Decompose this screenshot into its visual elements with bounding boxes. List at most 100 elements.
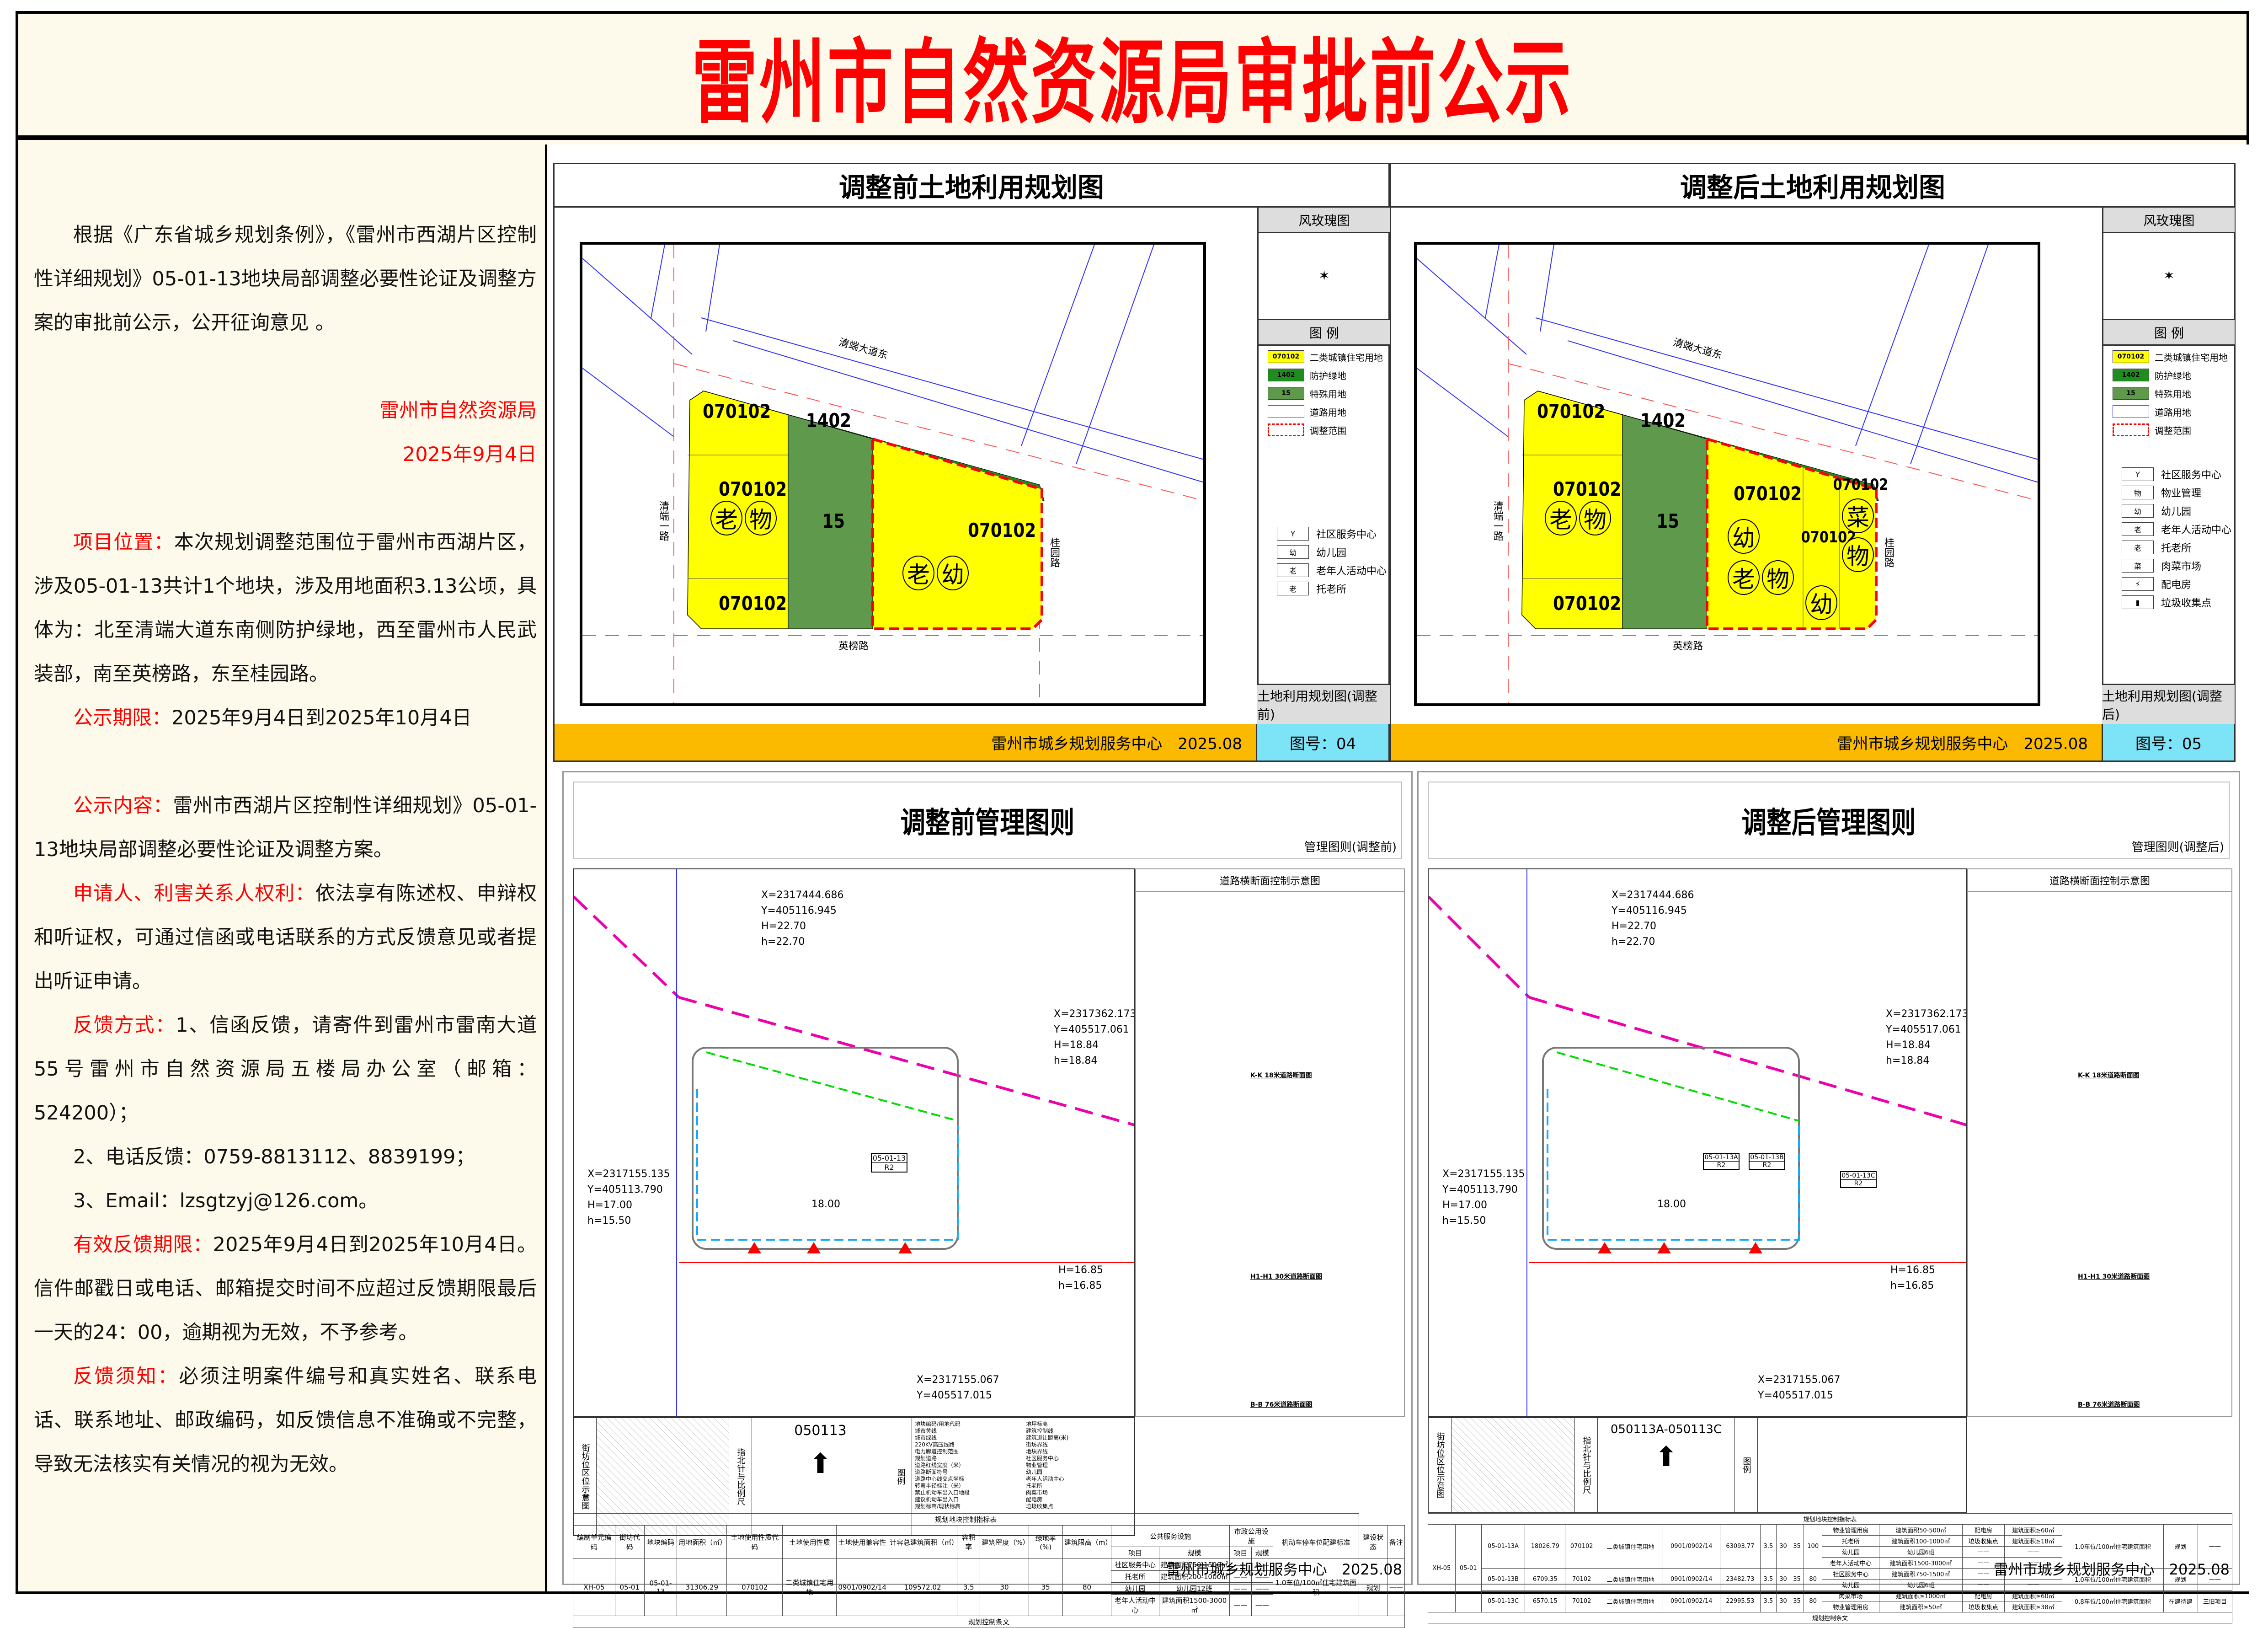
mgmt-after-rows-0-facilities-1-m-scale: 建筑面积≥18㎡: [2004, 1535, 2063, 1547]
mgmt-before-headers-14: 机动车停车位配建标准: [1273, 1525, 1359, 1559]
landuse-before-legend-4-label: 调整范围: [1310, 425, 1346, 436]
feedback-phone: 2、电话反馈：0759-8813112、8839199；: [73, 1146, 475, 1168]
mgmt-before-headers-3: 用地面积（㎡）: [677, 1525, 727, 1559]
mgmt-after-rows-1-parking: 1.0车位/100㎡住宅建筑面积: [2062, 1568, 2164, 1591]
mgmt-after-rows-2-far: 3.5: [1760, 1590, 1777, 1612]
mgmt-after-rows-0-height: 100: [1803, 1524, 1823, 1569]
mgmt-before-sub-headers-1: 规模: [1158, 1547, 1230, 1559]
mgmt-after-rows-1-green: 35: [1789, 1568, 1804, 1591]
mgmt-after-block-tags-1-use: R2: [1762, 1162, 1772, 1169]
mgmt-after-rows-1-area: 6709.35: [1525, 1568, 1566, 1591]
mgmt-before-headers-7: 计容总建筑面积（㎡）: [887, 1525, 958, 1559]
mgmt-after-rows-0-use: 二类城镇住宅用地: [1598, 1524, 1663, 1569]
header: 雷州市自然资源局审批前公示: [18, 14, 2247, 140]
mgmt-before-headers-5: 土地使用性质: [782, 1525, 837, 1559]
mgmt-after-rows-2-facilities-0-scale: 建筑面积≥1000㎡: [1879, 1590, 1963, 1601]
mgmt-after-block: 05-01: [1455, 1524, 1482, 1612]
mgmt-after-rows-2-compat: 0901/0902/14: [1662, 1590, 1720, 1612]
mgmt-before-legend-right-3: 物业管理: [1026, 1462, 1048, 1468]
landuse-after-parcels-mid-w: 070102: [1553, 478, 1622, 500]
mgmt-before-legend-right-9: 垃圾收集点: [1026, 1503, 1054, 1510]
mgmt-after-rows-0-facilities-3-scale: 建筑面积1500-3000㎡: [1879, 1557, 1963, 1569]
mgmt-before-facilities-3-item: 老年人活动中心: [1111, 1594, 1159, 1616]
mgmt-before-legend-left-14: 建筑控制线: [1026, 1428, 1054, 1434]
mgmt-before-legend-right-6: 托老所: [1026, 1483, 1043, 1489]
mgmt-after-block-tags-2-use: R2: [1854, 1180, 1863, 1187]
mgmt-after-rows-2-facilities-1-m-scale: 建筑面积≥38㎡: [2004, 1601, 2063, 1612]
mgmt-after-rows-2-code: 70102: [1565, 1590, 1599, 1612]
mgmt-before-facilities-1-item: 托老所: [1111, 1570, 1159, 1583]
mgmt-after-rows-0-facilities-3-item: 老年人活动中心: [1822, 1557, 1880, 1569]
community-center-icon: Y: [2122, 467, 2154, 481]
mgmt-before-facilities-2-item: 幼儿园: [1111, 1582, 1159, 1595]
mgmt-after-rows-0-facilities-0-m-scale: 建筑面积≥60㎡: [2004, 1524, 2063, 1536]
trash-point-icon: ▮: [2122, 595, 2154, 609]
mgmt-before-legend-right-5: 老年人活动中心: [1026, 1476, 1065, 1482]
mgmt-after-xsec-title: 道路横断面控制示意图: [1968, 869, 2231, 892]
mgmt-before-sub-headers-3: 规模: [1251, 1547, 1274, 1559]
mgmt-after-rows-0-facilities-1-m-item: 垃圾收集点: [1962, 1535, 2005, 1547]
mgmt-after-rows-0-compat: 0901/0902/14: [1662, 1524, 1720, 1569]
mgmt-after-rows-1-gfa: 23482.73: [1719, 1568, 1761, 1591]
mgmt-before-headers-2: 地块编码: [644, 1525, 678, 1559]
mgmt-before-legend-left-0: 地块编码/用地代码: [915, 1421, 961, 1427]
block-code: 050113: [794, 1423, 847, 1439]
mgmt-after-rows-0-code: 070102: [1565, 1524, 1599, 1569]
mgmt-before-legend-left-4: 电力廊道控制范围: [915, 1448, 959, 1455]
legend-kindergarten: 幼幼儿园: [1277, 544, 1390, 560]
elderly-care-icon: 老: [1728, 560, 1760, 595]
mgmt-after-rows-0-facilities-0-item: 物业管理用房: [1822, 1524, 1880, 1536]
mgmt-before-table-title: 规划地块控制指标表: [573, 1513, 1359, 1526]
landuse-after-legend-2-label: 特殊用地: [2155, 388, 2191, 400]
issuer: 雷州市自然资源局: [379, 399, 537, 422]
landuse-before-roads-south: 英榜路: [838, 641, 869, 652]
elderly-care-icon: 老: [1277, 582, 1309, 595]
notice-feedback-label: 反馈方式：: [73, 1014, 176, 1037]
mgmt-before-legend-left-11: 建议机动车出入口: [915, 1496, 959, 1503]
mgmt-before-headers-8: 容积率: [957, 1525, 981, 1559]
mgmt-after-rows-2-green: 35: [1789, 1590, 1804, 1612]
mgmt-before-facilities-0-m-scale: ——: [1251, 1558, 1274, 1571]
landuse-before-facility-legend-0: 社区服务中心: [1316, 529, 1377, 541]
landuse-after-roads-west: 清端一路: [1492, 501, 1503, 541]
landuse-before-footer: 雷州市城乡规划服务中心 2025.08 图号：04: [555, 724, 1388, 760]
block-code: 050113A-050113C: [1610, 1423, 1722, 1436]
market-icon: 菜: [2122, 559, 2154, 573]
legend-road: 道路用地: [1268, 404, 1390, 419]
landuse-after-parcels-a: 070102: [1734, 482, 1802, 505]
mgmt-before-coords-0-h: h=22.70: [761, 936, 805, 948]
landuse-after-legend-4-label: 调整范围: [2155, 425, 2191, 436]
landuse-after-parcels-sw: 070102: [1553, 592, 1622, 615]
landuse-after-facility-legend-1: 物业管理: [2161, 488, 2202, 499]
mgmt-before-legend-left-5: 规划道路: [915, 1455, 937, 1462]
mgmt-before-facilities-2-m-item: ——: [1229, 1582, 1252, 1595]
mgmt-after-table-title: 规划地块控制指标表: [1428, 1513, 2232, 1525]
mgmt-before-coords-3-y: Y=405517.015: [917, 1390, 992, 1401]
mgmt-after-clauses-title: 规划控制条文: [1428, 1612, 2232, 1623]
legend-adjust-range: 调整范围: [1268, 423, 1390, 437]
elderly-care-icon: 老: [1545, 501, 1577, 536]
mgmt-before-row-parcel: 05-01-13: [644, 1558, 678, 1616]
mgmt-after-coords-1-y: Y=405517.061: [1886, 1024, 1961, 1035]
notice-period-text: 2025年9月4日到2025年10月4日: [171, 707, 472, 729]
landuse-before-facility-legend-3: 托老所: [1316, 584, 1347, 595]
notice-deadline-label: 有效反馈期限：: [73, 1233, 213, 1256]
senior-center-icon: 老: [2122, 522, 2154, 536]
mgmt-before-headers-9: 建筑密度（%）: [980, 1525, 1030, 1559]
mgmt-before-legend-right-7: 肉菜市场: [1026, 1489, 1048, 1496]
mgmt-before-row-compat: 0901/0902/14: [836, 1558, 888, 1616]
landuse-before-legend-3-label: 道路用地: [1310, 407, 1346, 418]
landuse-after-parcels-c: 070102: [1833, 476, 1889, 494]
landuse-after-parcels-green: 1402: [1640, 409, 1686, 432]
mgmt-before-xsec-title: 道路横断面控制示意图: [1136, 869, 1404, 892]
feedback-email[interactable]: 3、Email：lzsgtzyj@126.com。: [73, 1189, 379, 1212]
